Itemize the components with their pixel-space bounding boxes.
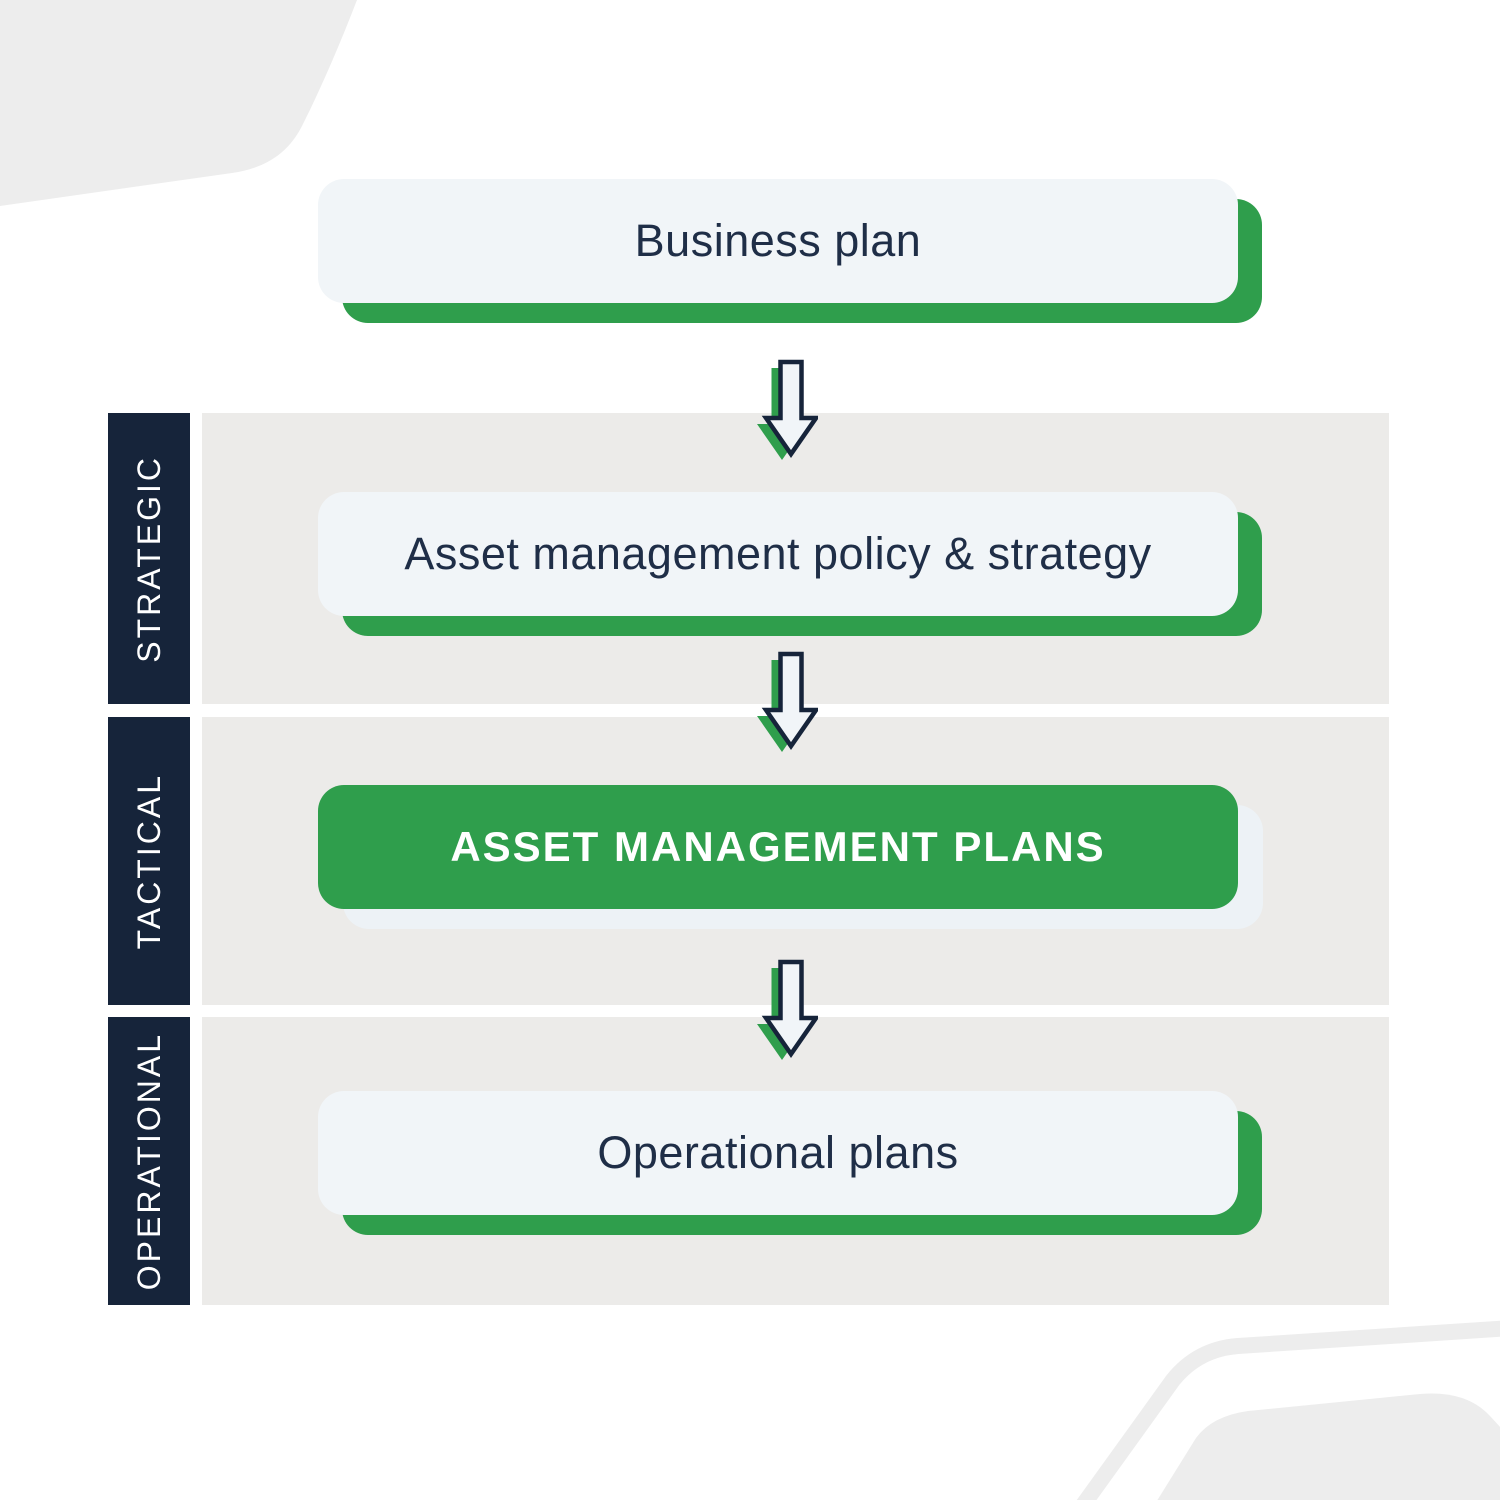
level-tab-operational: OPERATIONAL [108, 1017, 190, 1305]
box-operational-plans-label: Operational plans [597, 1127, 959, 1178]
level-label-strategic: STRATEGIC [130, 454, 167, 663]
box-asset-management-policy-strategy-label: Asset management policy & strategy [404, 528, 1152, 579]
level-label-tactical: TACTICAL [130, 772, 167, 950]
down-arrow-body [761, 651, 818, 750]
down-arrow-body [761, 359, 818, 458]
box-operational-plans: Operational plans [318, 1091, 1238, 1215]
level-tab-tactical: TACTICAL [108, 717, 190, 1005]
down-arrow-icon [757, 359, 818, 460]
down-arrow-icon [757, 959, 818, 1060]
box-business-plan-label: Business plan [634, 215, 922, 266]
corner-shape-bottom-right [1157, 1393, 1500, 1500]
box-asset-management-plans: ASSET MANAGEMENT PLANS [318, 785, 1238, 909]
box-business-plan: Business plan [318, 179, 1238, 303]
level-tab-strategic: STRATEGIC [108, 413, 190, 704]
level-label-operational: OPERATIONAL [130, 1031, 167, 1291]
corner-shape-top-left [0, 0, 357, 206]
down-arrow-icon [757, 651, 818, 752]
box-asset-management-plans-label: ASSET MANAGEMENT PLANS [450, 823, 1106, 870]
down-arrow-body [761, 959, 818, 1058]
box-asset-management-policy-strategy: Asset management policy & strategy [318, 492, 1238, 616]
corner-ring-bottom-right [1076, 1320, 1500, 1500]
